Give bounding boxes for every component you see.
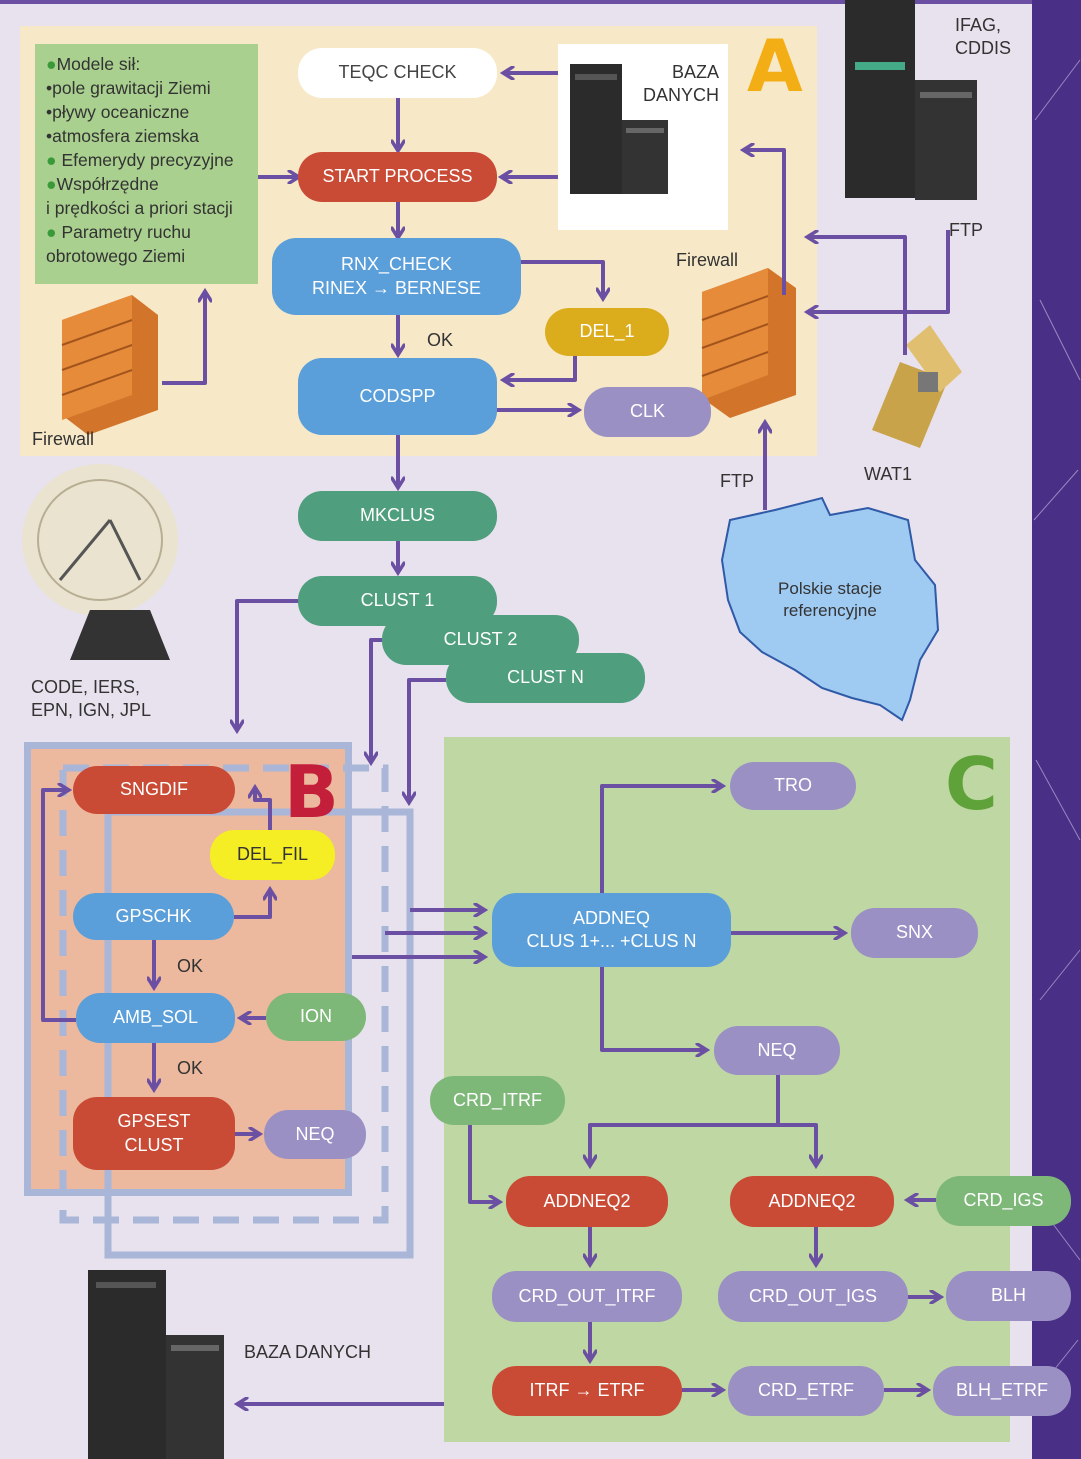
node-addneq2-itrf: ADDNEQ2	[506, 1176, 668, 1227]
arrow-addneq-neq	[600, 967, 704, 1050]
server-icon-top	[570, 64, 668, 194]
node-ion: ION	[266, 993, 366, 1041]
server-icon-bottom	[88, 1270, 224, 1459]
node-del-fil: DEL_FIL	[210, 830, 335, 880]
ifag-cddis-label: IFAG, CDDIS	[955, 15, 1012, 59]
arrow-clust1-b	[237, 599, 300, 728]
node-clust-1: CLUST 1	[298, 576, 497, 626]
top-border	[0, 0, 1032, 4]
arrow-del1-codspp	[506, 355, 577, 380]
ok-label-codspp: OK	[427, 330, 454, 350]
node-neq-b: NEQ	[264, 1110, 366, 1159]
node-crd-out-itrf: CRD_OUT_ITRF	[492, 1271, 682, 1322]
server-icon-ifag	[845, 0, 977, 200]
poland-map-icon	[720, 496, 940, 722]
ftp-bottom-label: FTP	[720, 471, 754, 491]
baza-danych-bottom-label: BAZA DANYCH	[244, 1342, 372, 1362]
info-box-bg	[35, 44, 258, 284]
node-addneq2-igs: ADDNEQ2	[730, 1176, 894, 1227]
ftp-top-label: FTP	[949, 220, 983, 240]
baza-danych-top-label: BAZA DANYCH	[642, 62, 719, 106]
firewall-icon-left	[61, 295, 158, 435]
arrow-neq-addneq2a	[590, 1075, 780, 1163]
node-amb-sol: AMB_SOL	[76, 993, 235, 1043]
arrow-ambsol-sngdif	[41, 790, 76, 1022]
arrow-rnx-del1	[520, 260, 603, 296]
info-line-1: Modele sił:	[56, 54, 141, 74]
arrow-clustn-b	[409, 678, 446, 800]
dish-label: CODE, IERS, EPN, IGN, JPL	[31, 677, 152, 721]
info-line-5: Efemerydy precyzyjne	[61, 150, 234, 170]
node-neq-c: NEQ	[714, 1026, 840, 1075]
node-crd-igs: CRD_IGS	[936, 1176, 1071, 1226]
info-line-7: i prędkości a priori stacji	[46, 198, 233, 218]
node-blh: BLH	[946, 1271, 1071, 1321]
node-sngdif: SNGDIF	[73, 766, 235, 814]
arrow-firewall-baza	[746, 150, 786, 295]
info-line-4: •atmosfera ziemska	[46, 126, 199, 146]
section-letter-a: A	[747, 24, 803, 108]
node-mkclus: MKCLUS	[298, 491, 497, 541]
node-crd-itrf: CRD_ITRF	[430, 1076, 565, 1125]
node-gpsest-clust: GPSEST CLUST	[73, 1097, 235, 1170]
firewall-left-label: Firewall	[32, 429, 95, 449]
info-line-9: obrotowego Ziemi	[46, 246, 186, 266]
section-letter-c: C	[945, 742, 998, 826]
ok-label-gpsest: OK	[177, 1058, 204, 1078]
arrow-firewall-info	[162, 294, 205, 385]
section-letter-b: B	[284, 750, 339, 834]
node-crd-etrf: CRD_ETRF	[728, 1366, 884, 1416]
arrow-neq-addneq2b	[778, 1123, 816, 1163]
node-gpschk: GPSCHK	[73, 893, 234, 940]
node-del-1: DEL_1	[545, 308, 669, 356]
node-clk: CLK	[584, 387, 711, 437]
arrow-wat1-firewall	[810, 237, 907, 355]
node-blh-etrf: BLH_ETRF	[933, 1366, 1071, 1416]
arrow-clust2-b	[371, 638, 382, 760]
node-itrf-etrf: ITRF → ETRF	[492, 1366, 682, 1416]
node-snx: SNX	[851, 908, 978, 958]
info-line-2: •pole grawitacji Ziemi	[46, 78, 211, 98]
wat1-label: WAT1	[864, 464, 912, 484]
info-line-3: •pływy oceaniczne	[46, 102, 190, 122]
node-teqc-check: TEQC CHECK	[298, 48, 497, 98]
star-map-lines	[1033, 59, 1081, 1391]
firewall-right-label: Firewall	[676, 250, 739, 270]
poland-label: Polskie stacje referencyjne	[778, 579, 882, 621]
info-line-6: Współrzędne	[56, 174, 159, 194]
arrow-crditrf-addneq2a	[468, 1125, 497, 1202]
satellite-dish-icon	[22, 464, 178, 660]
satellite-icon	[872, 325, 962, 448]
node-crd-out-igs: CRD_OUT_IGS	[718, 1271, 908, 1322]
ok-label-ambsol: OK	[177, 956, 204, 976]
node-addneq: ADDNEQ CLUS 1+... +CLUS N	[492, 893, 731, 967]
node-tro: TRO	[730, 762, 856, 810]
node-codspp: CODSPP	[298, 358, 497, 435]
arrow-addneq-tro	[600, 786, 720, 893]
arrow-ifag-firewall	[810, 230, 950, 312]
arrow-delfil-sngdif	[255, 790, 272, 855]
firewall-icon-right	[701, 268, 796, 418]
arrow-gpschk-delfil	[234, 892, 270, 919]
cluster-2-outline	[59, 764, 389, 1224]
info-line-8: Parametry ruchu	[61, 222, 191, 242]
node-start-process: START PROCESS	[298, 152, 497, 202]
node-rnx-check: RNX_CHECK RINEX → BERNESE	[272, 238, 521, 315]
info-box: ●Modele sił: •pole grawitacji Ziemi •pły…	[46, 52, 256, 268]
